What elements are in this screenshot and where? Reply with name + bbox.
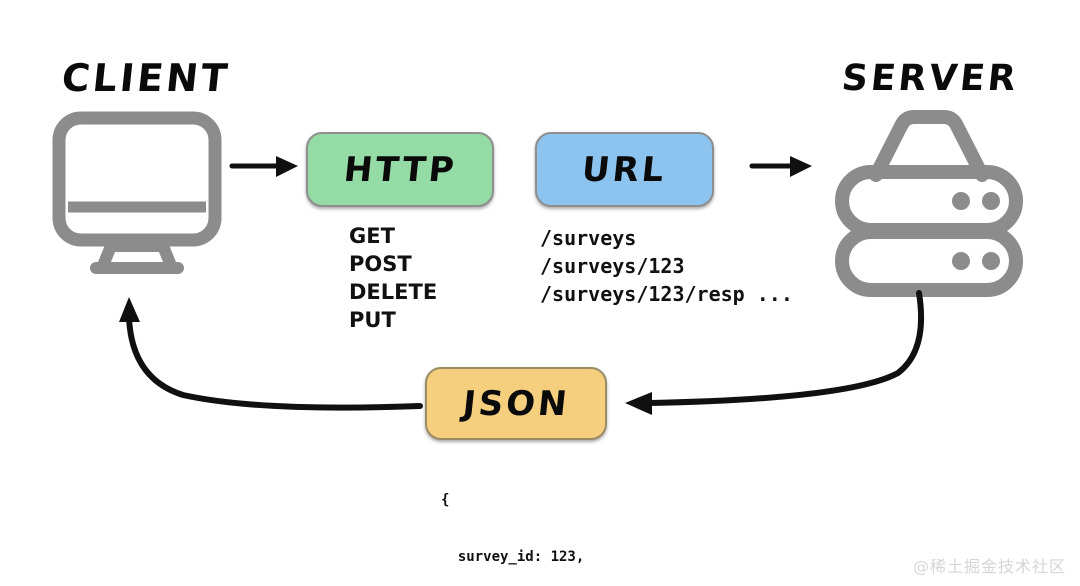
json-payload-line: survey_id: 123, bbox=[441, 549, 585, 565]
url-paths-list: /surveys /surveys/123 /surveys/123/resp … bbox=[540, 224, 793, 308]
url-chip[interactable]: URL bbox=[535, 132, 714, 207]
http-methods-list: GET POST DELETE PUT bbox=[349, 222, 437, 334]
json-chip-label: JSON bbox=[460, 383, 572, 424]
arrow-url-to-server bbox=[749, 156, 812, 177]
http-method-item: POST bbox=[349, 252, 412, 276]
arrow-client-to-http bbox=[229, 156, 298, 177]
url-path-item: /surveys/123 bbox=[540, 254, 685, 278]
server-title: SERVER bbox=[839, 58, 1021, 99]
client-title: CLIENT bbox=[59, 56, 233, 100]
http-chip[interactable]: HTTP bbox=[306, 132, 494, 207]
http-method-item: PUT bbox=[349, 308, 396, 332]
server-rack-icon bbox=[835, 110, 1023, 297]
json-payload-line: { bbox=[441, 492, 450, 508]
http-method-item: GET bbox=[349, 224, 395, 248]
url-chip-label: URL bbox=[580, 149, 669, 190]
url-path-item: /surveys/123/resp ... bbox=[540, 282, 793, 306]
json-chip[interactable]: JSON bbox=[425, 367, 607, 440]
arrow-server-to-json bbox=[625, 290, 925, 415]
monitor-icon bbox=[52, 111, 222, 274]
json-payload-code: { survey_id: 123, score: 9, message: "am… bbox=[441, 453, 643, 586]
watermark: @稀土掘金技术社区 bbox=[912, 557, 1066, 576]
http-chip-label: HTTP bbox=[341, 149, 459, 190]
http-method-item: DELETE bbox=[349, 280, 438, 304]
url-path-item: /surveys bbox=[540, 226, 637, 250]
